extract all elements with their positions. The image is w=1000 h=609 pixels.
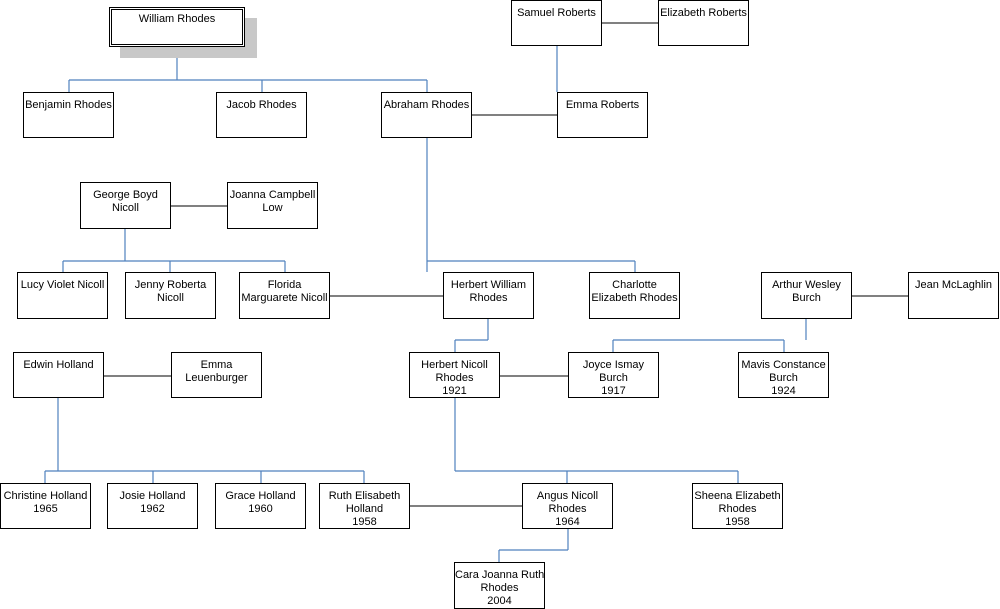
person-name-line: Nicoll xyxy=(112,202,139,214)
descent-line-angus-child xyxy=(498,528,569,562)
person-name-line: Herbert William xyxy=(450,279,527,291)
person-name-line: 1965 xyxy=(33,503,58,515)
descent-line-abraham-children xyxy=(426,137,636,272)
person-name-line: Grace Holland xyxy=(225,490,296,502)
descent-line-holland-children xyxy=(44,398,365,483)
person-name-line: 1962 xyxy=(140,503,165,515)
person-abraham-rhodes[interactable]: Abraham Rhodes xyxy=(381,92,472,138)
person-william-rhodes[interactable]: William Rhodes xyxy=(109,7,245,47)
person-name-line: Jenny Roberta xyxy=(134,279,207,291)
person-benjamin-rhodes[interactable]: Benjamin Rhodes xyxy=(23,92,114,138)
person-name-line: Samuel Roberts xyxy=(517,7,596,19)
person-name-line: Charlotte xyxy=(612,279,657,291)
person-name-line: Josie Holland xyxy=(119,490,186,502)
person-name-line: Arthur Wesley xyxy=(772,279,841,291)
person-name-line: Leuenburger xyxy=(185,372,248,384)
person-name-line: Joanna Campbell xyxy=(229,189,316,201)
person-name-line: 1958 xyxy=(352,516,377,528)
person-name-line: 1917 xyxy=(601,385,626,397)
person-name-line: Lucy Violet Nicoll xyxy=(20,279,105,291)
person-name-line: Mavis Constance xyxy=(741,359,826,371)
person-lucy-violet-nicoll[interactable]: Lucy Violet Nicoll xyxy=(17,272,108,319)
person-name-line: Low xyxy=(262,202,283,214)
person-name-line: Christine Holland xyxy=(3,490,88,502)
person-name-line: Herbert Nicoll xyxy=(421,359,488,371)
descent-line-herbert-nicoll-children xyxy=(454,398,739,483)
person-name-line: Sheena Elizabeth xyxy=(694,490,781,502)
person-jean-mclaghlin[interactable]: Jean McLaghlin xyxy=(908,272,999,319)
person-name-line: Marguarete Nicoll xyxy=(241,292,328,304)
person-samuel-roberts[interactable]: Samuel Roberts xyxy=(511,0,602,46)
person-name-line: George Boyd xyxy=(93,189,158,201)
person-name-line: William Rhodes xyxy=(138,13,216,25)
person-name-line: Rhodes xyxy=(718,503,757,515)
person-name-line: Edwin Holland xyxy=(23,359,94,371)
person-name-line: Joyce Ismay xyxy=(582,359,645,371)
descent-line-nicoll-children xyxy=(62,229,286,272)
person-name-line: Angus Nicoll xyxy=(536,490,599,502)
person-name-line: 2004 xyxy=(487,595,512,607)
person-name-line: Elizabeth Rhodes xyxy=(591,292,678,304)
person-name-line: Rhodes xyxy=(469,292,508,304)
person-name-line: Elizabeth Roberts xyxy=(660,7,747,19)
person-name-line: Ruth Elisabeth xyxy=(328,490,401,502)
person-name-line: Emma xyxy=(200,359,233,371)
person-name-line: 1921 xyxy=(442,385,467,397)
person-elizabeth-roberts[interactable]: Elizabeth Roberts xyxy=(658,0,749,46)
person-name-line: Emma Roberts xyxy=(565,99,640,111)
person-name-line: Rhodes xyxy=(435,372,474,384)
person-name-line: 1958 xyxy=(725,516,750,528)
person-name-line: Holland xyxy=(345,503,384,515)
descent-line-burch-children xyxy=(612,318,807,352)
person-name-line: 1964 xyxy=(555,516,580,528)
person-name-line: Rhodes xyxy=(548,503,587,515)
person-name-line: 1924 xyxy=(771,385,796,397)
person-name-line: Nicoll xyxy=(157,292,184,304)
descent-line-herbert-william-child xyxy=(454,318,489,352)
person-name-line: Abraham Rhodes xyxy=(383,99,470,111)
person-name-line: Rhodes xyxy=(480,582,519,594)
person-name-line: Benjamin Rhodes xyxy=(25,99,112,111)
person-name-line: Jacob Rhodes xyxy=(226,99,297,111)
person-name-line: Florida xyxy=(267,279,302,291)
person-name-line: Burch xyxy=(792,292,821,304)
person-name-line: Burch xyxy=(599,372,628,384)
person-edwin-holland[interactable]: Edwin Holland xyxy=(13,352,104,398)
person-name-line: Burch xyxy=(769,372,798,384)
person-name-line: 1960 xyxy=(248,503,273,515)
person-name-line: Jean McLaghlin xyxy=(914,279,993,291)
person-name-line: Cara Joanna Ruth xyxy=(455,569,545,581)
descent-line-william-children xyxy=(68,47,428,92)
person-emma-roberts[interactable]: Emma Roberts xyxy=(557,92,648,138)
person-jacob-rhodes[interactable]: Jacob Rhodes xyxy=(216,92,307,138)
